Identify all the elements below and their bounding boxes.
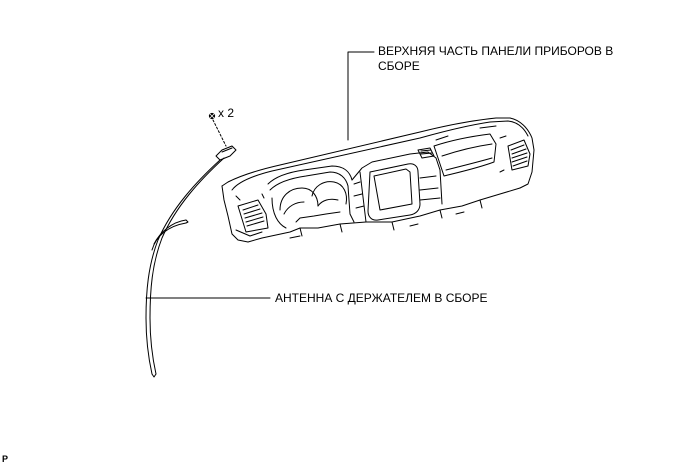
panel-label: ВЕРХНЯЯ ЧАСТЬ ПАНЕЛИ ПРИБОРОВ В СБОРЕ bbox=[378, 44, 613, 74]
antenna-cable bbox=[145, 159, 221, 375]
panel-left-end bbox=[221, 185, 249, 243]
antenna-label: АНТЕННА С ДЕРЖАТЕЛЕМ В СБОРЕ bbox=[275, 291, 488, 305]
antenna-holder-bracket bbox=[215, 145, 237, 161]
panel-top-outline bbox=[231, 120, 529, 191]
panel-front-edge bbox=[221, 117, 511, 187]
instrument-panel-upper-assembly bbox=[221, 117, 535, 243]
panel-leader-line bbox=[347, 51, 375, 141]
right-air-vent bbox=[499, 135, 531, 173]
passenger-airbag-area bbox=[433, 125, 497, 177]
panel-label-line2: СБОРЕ bbox=[378, 59, 420, 73]
cluster-hood bbox=[267, 165, 355, 229]
clip-quantity-label: x 2 bbox=[218, 106, 235, 120]
clip-icon bbox=[208, 112, 216, 120]
panel-bottom-edge bbox=[247, 187, 521, 243]
page-ref-label: P bbox=[2, 454, 9, 464]
center-display-opening bbox=[367, 163, 421, 221]
gauge-opening-right bbox=[311, 181, 347, 205]
gauge-opening-left bbox=[279, 187, 319, 211]
panel-right-end bbox=[509, 117, 535, 189]
clip-dashed-guide bbox=[212, 119, 227, 147]
left-air-vent bbox=[235, 193, 269, 233]
panel-label-line1: ВЕРХНЯЯ ЧАСТЬ ПАНЕЛИ ПРИБОРОВ В bbox=[378, 44, 614, 58]
antenna-holder-assembly bbox=[145, 145, 237, 378]
center-bezel bbox=[351, 147, 443, 223]
